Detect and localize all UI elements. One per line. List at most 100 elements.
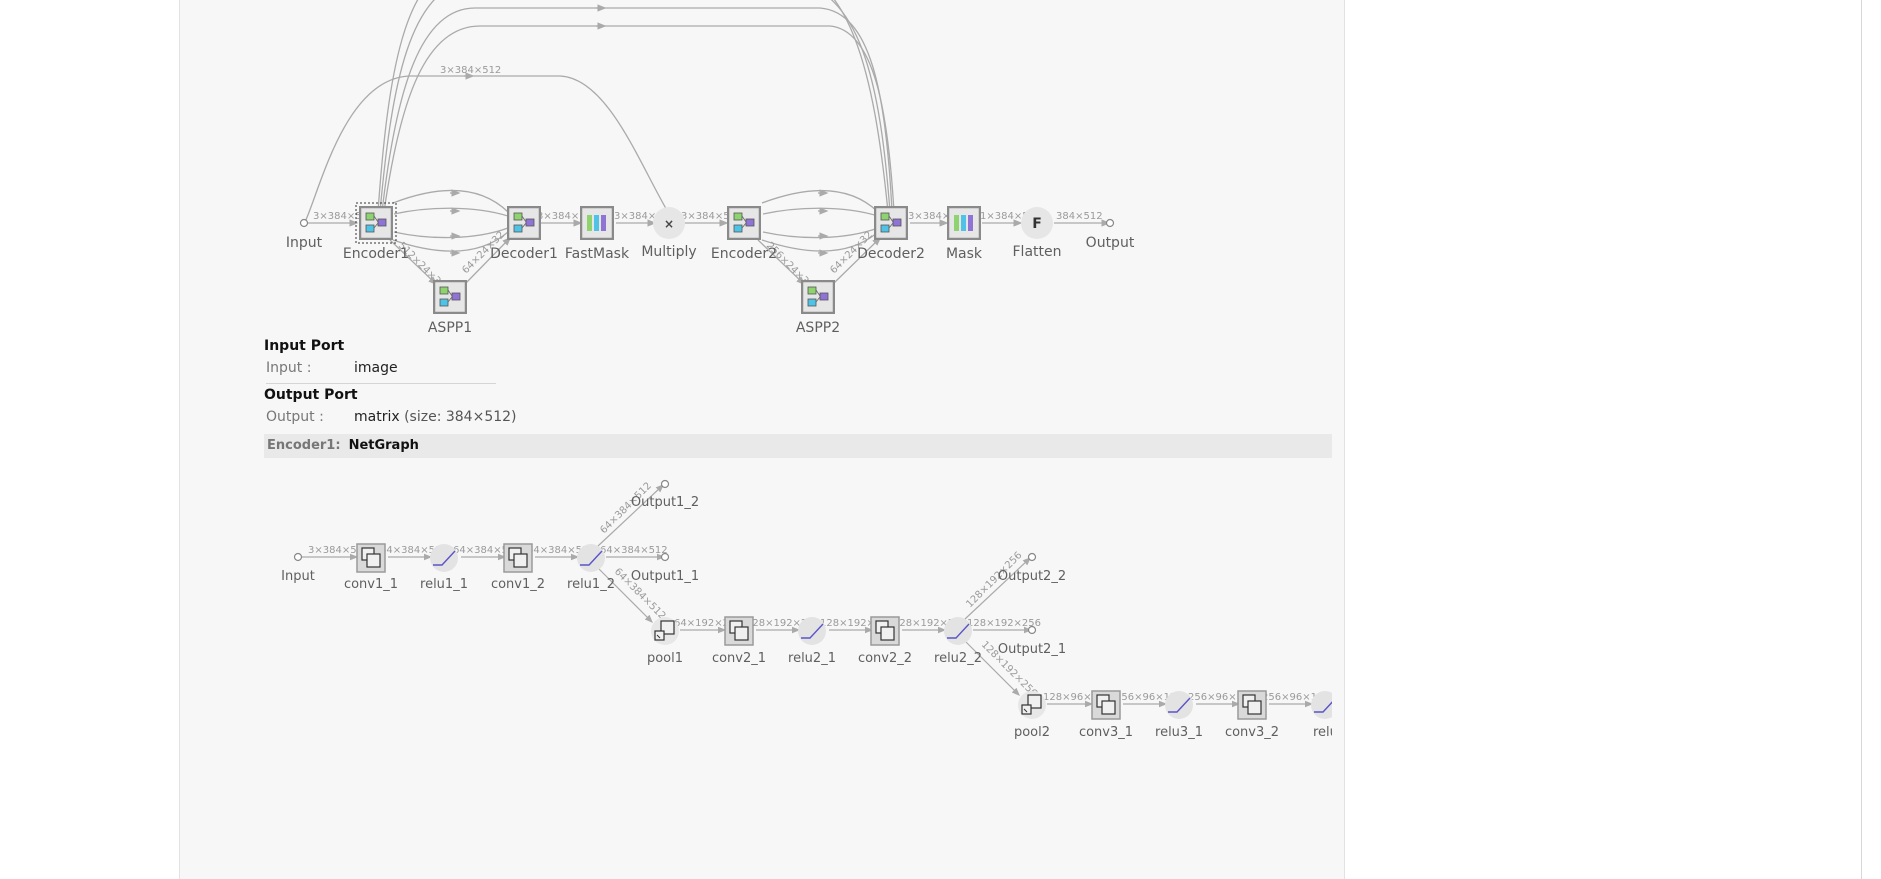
encoder1-node[interactable] [359, 206, 393, 240]
edge-label-flat-out: 384×512 [1056, 211, 1103, 222]
edge-label-conv22-relu22: 128×192×256 [893, 618, 967, 629]
node-label-output2-2: Output2_2 [998, 569, 1066, 584]
flatten-icon: F [1032, 216, 1042, 232]
edge-label-conv11-relu11: 64×384×512 [380, 545, 448, 556]
multiply-icon: × [664, 217, 674, 231]
output-port-size: (size: 384×512) [404, 409, 517, 425]
edge-label-conv21-relu21: 128×192×256 [746, 618, 820, 629]
output1-2-port[interactable] [660, 479, 670, 489]
input-port-node[interactable] [299, 218, 309, 228]
conv1-2-node[interactable] [503, 543, 533, 573]
relu3-2-clip: relu3 [1310, 690, 1346, 740]
decoder2-node[interactable] [874, 206, 908, 240]
edge-label-dec1-fm: 3×384×512 [537, 211, 598, 222]
node-label-output1-1: Output1_1 [631, 569, 699, 584]
decoder1-node[interactable] [507, 206, 541, 240]
edge-enc1-dec2-arc-2 [381, 7, 893, 213]
window-edge [1861, 0, 1862, 879]
conv2-2-node[interactable] [870, 616, 900, 646]
relu1-2-node[interactable] [576, 543, 606, 573]
edge-label-conv32-relu32: 256×96×128 [1262, 692, 1330, 703]
encoder2-node[interactable] [727, 206, 761, 240]
node-label-relu3-1: relu3_1 [1155, 725, 1203, 740]
pool1-node[interactable] [650, 616, 680, 646]
node-label-flatten: Flatten [1013, 244, 1062, 260]
conv3-1-node[interactable] [1091, 690, 1121, 720]
conv3-2-node[interactable] [1237, 690, 1267, 720]
output-port-key-text: Output [266, 409, 315, 425]
node-label-relu1-2: relu1_2 [567, 577, 615, 592]
edge-label-relu12-out11: 64×384×512 [600, 545, 668, 556]
input-port-row: Input : image [266, 360, 398, 376]
node-label-conv3-2: conv3_2 [1225, 725, 1279, 740]
edge-label-relu22-out21: 128×192×256 [967, 618, 1041, 629]
relu3-1-node[interactable] [1164, 690, 1194, 720]
relu2-2-node[interactable] [943, 616, 973, 646]
port-separator [266, 383, 496, 384]
node-label-relu3-2: relu3 [1313, 725, 1346, 740]
edge-label-relu11-conv12: 64×384×512 [453, 545, 521, 556]
aspp1-node[interactable] [433, 280, 467, 314]
output-port-value: matrix [354, 409, 400, 425]
top-graph [304, 0, 1111, 286]
edge-label-conv12-relu12: 64×384×512 [527, 545, 595, 556]
output2-2-port[interactable] [1027, 552, 1037, 562]
edge-label-mult-enc2: 3×384×512 [681, 211, 742, 222]
edge-label-relu21-conv22: 128×192×256 [820, 618, 894, 629]
edge-label-input-enc1: 3×384×512 [313, 211, 374, 222]
fastmask-node[interactable] [580, 206, 614, 240]
node-label-encoder1: Encoder1 [343, 246, 409, 262]
selected-node-key: Encoder1: [267, 438, 341, 453]
selected-node-bar[interactable]: Encoder1: NetGraph [264, 434, 1332, 458]
node-label-conv3-1: conv3_1 [1079, 725, 1133, 740]
mask-node[interactable] [947, 206, 981, 240]
edge-label-skip: 3×384×512 [440, 65, 501, 76]
output2-1-port[interactable] [1027, 625, 1037, 635]
input-port-key: Input : [266, 360, 312, 376]
node-label-aspp2: ASPP2 [796, 320, 840, 336]
input-port-header: Input Port [264, 338, 345, 354]
node-label-conv1-2: conv1_2 [491, 577, 545, 592]
node-label-conv1-1: conv1_1 [344, 577, 398, 592]
multiply-node[interactable] [653, 207, 685, 239]
edge-input-multiply [304, 75, 669, 223]
output-port-node[interactable] [1105, 218, 1115, 228]
relu3-2-node[interactable] [1310, 690, 1339, 720]
conv2-1-node[interactable] [724, 616, 754, 646]
node-label-input: Input [286, 235, 323, 251]
edge-enc1-dec2-arc-3 [383, 25, 895, 213]
node-label-output1-2: Output1_2 [631, 495, 699, 510]
input-port-key-text: Input [266, 360, 303, 376]
node-label-multiply: Multiply [641, 244, 696, 260]
node-label-encoder2: Encoder2 [711, 246, 777, 262]
node-label-pool2: pool2 [1014, 725, 1050, 740]
output-port-header: Output Port [264, 387, 358, 403]
bottom-input-port[interactable] [293, 552, 303, 562]
relu2-1-node[interactable] [797, 616, 827, 646]
conv1-1-node[interactable] [356, 543, 386, 573]
input-port-value: image [354, 360, 398, 376]
node-label-mask: Mask [946, 246, 983, 262]
bottom-graph [301, 484, 1314, 708]
edge-enc1-dec2-arc-1 [379, 0, 891, 213]
edge-label-input-conv11: 3×384×512 [308, 545, 369, 556]
node-label-relu1-1: relu1_1 [420, 577, 468, 592]
edge-label-pool2-conv31: 128×96×128 [1043, 692, 1111, 703]
edge-enc1-dec2-arc-4 [377, 0, 889, 213]
node-label-relu2-2: relu2_2 [934, 651, 982, 666]
node-label-fastmask: FastMask [565, 246, 630, 262]
edge-label-relu31-conv32: 256×96×128 [1188, 692, 1256, 703]
aspp2-node[interactable] [801, 280, 835, 314]
node-label-output: Output [1086, 235, 1135, 251]
node-label-output2-1: Output2_1 [998, 642, 1066, 657]
node-label-decoder2: Decoder2 [857, 246, 925, 262]
edge-label-pool1-conv21: 64×192×256 [674, 618, 742, 629]
flatten-node[interactable] [1021, 207, 1053, 239]
pool2-node[interactable] [1017, 690, 1047, 720]
edge-label-dec2-mask: 3×384×512 [908, 211, 969, 222]
node-label-b-input: Input [281, 569, 315, 584]
selected-node-type: NetGraph [348, 438, 419, 453]
relu1-1-node[interactable] [429, 543, 459, 573]
output1-1-port[interactable] [660, 552, 670, 562]
